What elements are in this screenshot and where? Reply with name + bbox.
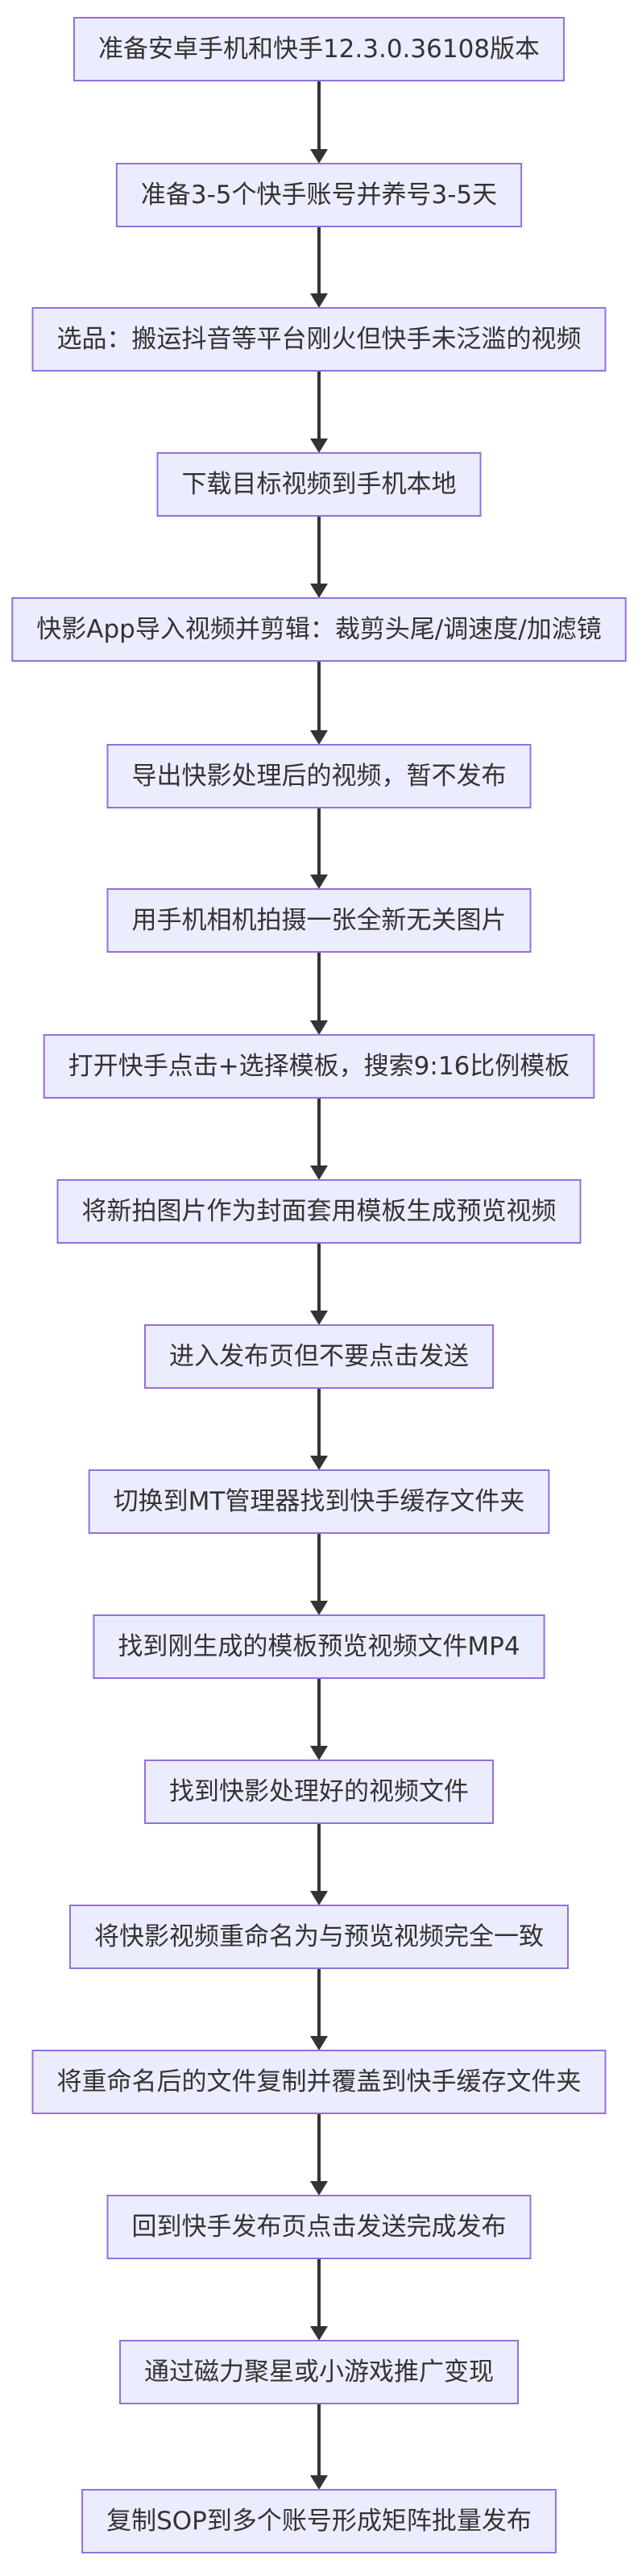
flow-arrowhead [310, 1746, 328, 1760]
flow-arrowhead [310, 2326, 328, 2341]
flow-step-11: 切换到MT管理器找到快手缓存文件夹 [88, 1469, 550, 1534]
flow-step-label: 找到刚生成的模板预览视频文件MP4 [118, 1632, 520, 1661]
flow-arrow-10 [310, 1388, 328, 1470]
flow-step-14: 将快影视频重命名为与预览视频完全一致 [69, 1905, 569, 1969]
flow-step-box [31, 307, 607, 372]
flow-step-5: 快影App导入视频并剪辑：裁剪头尾/调速度/加滤镜 [11, 597, 627, 662]
flowchart-nodes: 准备安卓手机和快手12.3.0.36108版本准备3-5个快手账号并养号3-5天… [11, 17, 627, 2553]
flow-arrowhead [310, 1456, 328, 1470]
flow-step-label: 导出快影处理后的视频，暂不发布 [132, 762, 507, 791]
flow-arrow-9 [310, 1243, 328, 1325]
flow-arrow-6 [310, 808, 328, 889]
flow-step-box [69, 1905, 569, 1969]
flow-arrow-7 [310, 952, 328, 1035]
flow-arrow-12 [310, 1678, 328, 1760]
flow-arrowhead [310, 2036, 328, 2050]
flow-arrow-14 [310, 1968, 328, 2050]
flow-step-9: 将新拍图片作为封面套用模板生成预览视频 [56, 1179, 582, 1244]
flow-arrow-11 [310, 1533, 328, 1615]
flow-step-label: 下载目标视频到手机本地 [182, 470, 457, 499]
flow-step-label: 通过磁力聚星或小游戏推广变现 [144, 2358, 494, 2387]
flow-step-4: 下载目标视频到手机本地 [156, 452, 482, 517]
flow-step-17: 通过磁力聚星或小游戏推广变现 [119, 2340, 519, 2404]
flow-step-10: 进入发布页但不要点击发送 [144, 1324, 494, 1389]
flow-step-box [11, 597, 627, 662]
flow-arrow-13 [310, 1823, 328, 1905]
flow-arrow-15 [310, 2113, 328, 2196]
flow-step-6: 导出快影处理后的视频，暂不发布 [106, 744, 532, 808]
flow-step-box [106, 888, 532, 953]
flow-arrowhead [310, 149, 328, 164]
flow-step-box [115, 163, 523, 227]
flow-step-box [144, 1760, 494, 1824]
flow-arrowhead [310, 1601, 328, 1615]
flow-step-1: 准备安卓手机和快手12.3.0.36108版本 [72, 17, 566, 81]
flow-step-label: 进入发布页但不要点击发送 [169, 1342, 469, 1371]
flow-arrowhead [310, 293, 328, 308]
flow-step-label: 将新拍图片作为封面套用模板生成预览视频 [82, 1197, 557, 1226]
flow-step-label: 切换到MT管理器找到快手缓存文件夹 [114, 1487, 525, 1516]
flow-arrow-4 [310, 516, 328, 598]
flow-step-8: 打开快手点击+选择模板，搜索9:16比例模板 [43, 1034, 595, 1099]
flow-step-label: 快影App导入视频并剪辑：裁剪头尾/调速度/加滤镜 [36, 615, 601, 644]
flow-step-label: 选品：搬运抖音等平台刚火但快手未泛滥的视频 [57, 325, 582, 354]
flow-arrowhead [310, 1165, 328, 1180]
flow-step-box [106, 744, 532, 808]
flow-arrowhead [310, 1311, 328, 1325]
flowchart-edges [310, 81, 328, 2490]
flow-arrow-16 [310, 2258, 328, 2341]
flow-arrowhead [310, 730, 328, 745]
flow-step-label: 回到快手发布页点击发送完成发布 [132, 2212, 507, 2242]
flow-step-box [56, 1179, 582, 1244]
flow-step-label: 复制SOP到多个账号形成矩阵批量发布 [106, 2507, 532, 2536]
flow-step-label: 打开快手点击+选择模板，搜索9:16比例模板 [68, 1052, 570, 1081]
flow-arrowhead [310, 584, 328, 598]
flow-arrowhead [310, 1020, 328, 1035]
flow-step-box [43, 1034, 595, 1099]
flow-step-label: 找到快影处理好的视频文件 [169, 1777, 469, 1806]
flow-arrowhead [310, 2181, 328, 2196]
flow-arrow-3 [310, 371, 328, 453]
flow-step-12: 找到刚生成的模板预览视频文件MP4 [93, 1614, 545, 1679]
flow-step-box [93, 1614, 545, 1679]
flow-step-3: 选品：搬运抖音等平台刚火但快手未泛滥的视频 [31, 307, 607, 372]
flow-arrow-5 [310, 661, 328, 745]
flow-step-box [88, 1469, 550, 1534]
flow-arrowhead [310, 875, 328, 889]
flow-step-label: 准备安卓手机和快手12.3.0.36108版本 [98, 35, 540, 64]
flow-step-label: 将重命名后的文件复制并覆盖到快手缓存文件夹 [57, 2067, 582, 2096]
flow-step-box [106, 2195, 532, 2259]
flow-arrow-1 [310, 81, 328, 164]
flow-arrowhead [310, 2475, 328, 2490]
flow-step-label: 准备3-5个快手账号并养号3-5天 [141, 181, 497, 210]
flow-step-box [81, 2489, 557, 2553]
flow-arrowhead [310, 1891, 328, 1905]
flow-arrow-8 [310, 1098, 328, 1180]
flow-step-15: 将重命名后的文件复制并覆盖到快手缓存文件夹 [31, 2050, 607, 2114]
flow-step-box [156, 452, 482, 517]
flow-step-box [72, 17, 566, 81]
flow-step-box [119, 2340, 519, 2404]
flow-step-label: 用手机相机拍摄一张全新无关图片 [132, 906, 507, 935]
flow-step-7: 用手机相机拍摄一张全新无关图片 [106, 888, 532, 953]
flow-step-18: 复制SOP到多个账号形成矩阵批量发布 [81, 2489, 557, 2553]
flow-arrow-2 [310, 226, 328, 308]
flow-step-16: 回到快手发布页点击发送完成发布 [106, 2195, 532, 2259]
flow-step-13: 找到快影处理好的视频文件 [144, 1760, 494, 1824]
flow-arrowhead [310, 438, 328, 453]
flow-step-box [144, 1324, 494, 1389]
flow-step-box [31, 2050, 607, 2114]
flow-step-2: 准备3-5个快手账号并养号3-5天 [115, 163, 523, 227]
flow-step-label: 将快影视频重命名为与预览视频完全一致 [94, 1922, 544, 1951]
flow-arrow-17 [310, 2404, 328, 2490]
